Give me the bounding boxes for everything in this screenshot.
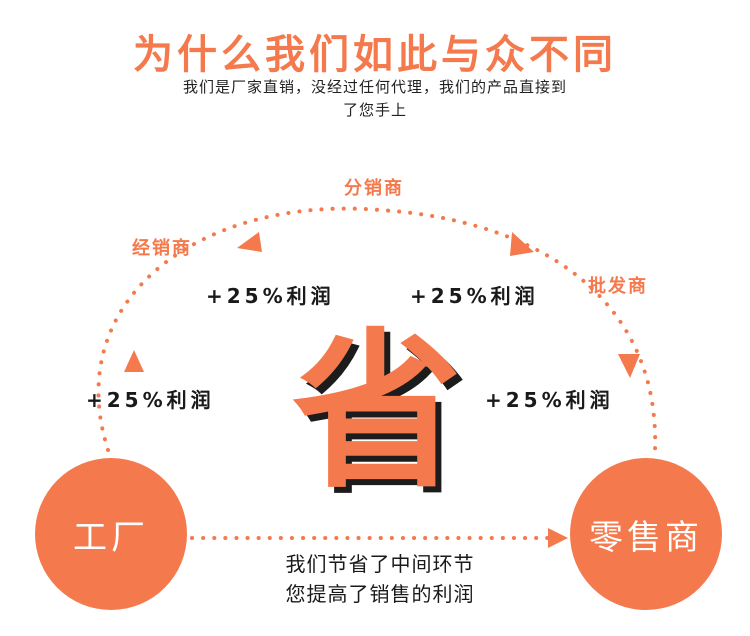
bottom-text-line-2: 您提高了销售的利润 [285, 582, 475, 606]
subtitle-line-2: 了您手上 [342, 101, 407, 119]
retailer-label: 零售商 [589, 517, 703, 558]
node-wholesaler: 批发商 [588, 276, 648, 297]
arrow-up-left-icon [124, 350, 144, 372]
arrow-down-right-icon [618, 354, 640, 378]
node-distributor: 经销商 [132, 238, 192, 259]
retailer-circle: 零售商 [570, 458, 722, 610]
profit-right: +25%利润 [485, 388, 614, 412]
arrow-bottom-right-icon [548, 528, 568, 548]
profit-upper-right: +25%利润 [410, 284, 539, 308]
node-sub-distributor: 分销商 [344, 178, 404, 199]
profit-upper-left: +25%利润 [206, 284, 335, 308]
bottom-text-line-1: 我们节省了中间环节 [285, 552, 475, 576]
factory-label: 工厂 [73, 517, 149, 558]
arrow-upper-left-icon [237, 232, 262, 252]
page-title: 为什么我们如此与众不同 [133, 31, 617, 78]
subtitle-line-1: 我们是厂家直销，没经过任何代理，我们的产品直接到 [182, 78, 567, 96]
profit-left: +25%利润 [86, 388, 215, 412]
arrow-upper-right-icon [510, 232, 534, 256]
save-big-character: 省 [292, 314, 463, 512]
factory-circle: 工厂 [35, 458, 187, 610]
